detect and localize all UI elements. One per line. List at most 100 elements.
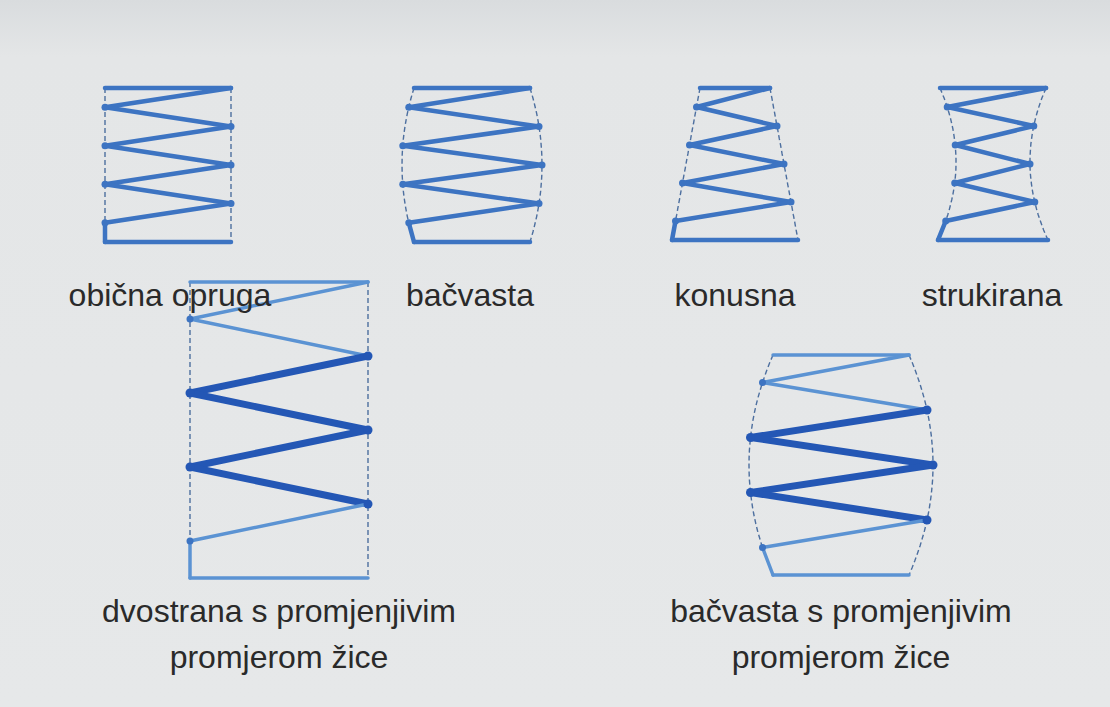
coil-point bbox=[405, 104, 412, 111]
coil-point bbox=[951, 180, 958, 187]
coil-point bbox=[102, 104, 109, 111]
coil-point bbox=[405, 219, 412, 226]
spring-type-label: bačvasta bbox=[360, 272, 580, 318]
coil-segment bbox=[105, 165, 231, 184]
coil-segment bbox=[697, 88, 771, 107]
spring bbox=[399, 88, 545, 242]
coil-point bbox=[539, 162, 546, 169]
coil-segment bbox=[403, 127, 539, 146]
coil-segment bbox=[190, 467, 368, 504]
coil-point bbox=[364, 426, 373, 435]
coil-segment bbox=[190, 356, 368, 393]
coil-point bbox=[536, 123, 543, 130]
coil-segment bbox=[403, 146, 542, 165]
coil-segment bbox=[672, 238, 798, 243]
coil-segment bbox=[947, 107, 1034, 126]
coil-segment bbox=[409, 107, 539, 126]
coil-point bbox=[186, 389, 195, 398]
coil-segment bbox=[105, 127, 231, 146]
coil-point bbox=[364, 500, 373, 509]
coil-point bbox=[759, 379, 766, 386]
coil-point bbox=[399, 181, 406, 188]
spring-type-label: bačvasta s promjenjivim promjerom žice bbox=[611, 588, 1071, 680]
coil-segment bbox=[763, 355, 910, 383]
coil-point bbox=[788, 199, 795, 206]
coil-point bbox=[679, 180, 686, 187]
coil-point bbox=[923, 516, 932, 525]
coil-segment bbox=[955, 126, 1034, 145]
coil-point bbox=[774, 123, 781, 130]
coil-segment bbox=[414, 240, 530, 245]
coil-segment bbox=[763, 520, 928, 548]
coil-point bbox=[942, 218, 949, 225]
coil-point bbox=[923, 406, 932, 415]
coil-segment bbox=[676, 202, 792, 221]
coil-segment bbox=[947, 88, 1046, 107]
coil-segment bbox=[105, 240, 231, 245]
coil-point bbox=[186, 463, 195, 472]
spring-envelope bbox=[402, 88, 414, 242]
spring bbox=[186, 282, 373, 578]
coil-point bbox=[759, 544, 766, 551]
spring-type-label: obična opruga bbox=[10, 272, 330, 318]
coil-point bbox=[228, 200, 235, 207]
coil-segment bbox=[105, 146, 231, 165]
spring bbox=[746, 355, 938, 575]
coil-point bbox=[686, 142, 693, 149]
coil-point bbox=[102, 142, 109, 149]
coil-segment bbox=[409, 204, 539, 223]
coil-point bbox=[536, 200, 543, 207]
spring bbox=[102, 88, 235, 242]
coil-point bbox=[1027, 161, 1034, 168]
spring-envelope bbox=[189, 282, 190, 578]
spring bbox=[938, 88, 1048, 240]
coil-segment bbox=[955, 145, 1030, 164]
coil-point bbox=[1030, 123, 1037, 130]
spring bbox=[672, 88, 798, 240]
coil-point bbox=[746, 488, 755, 497]
coil-point bbox=[102, 181, 109, 188]
coil-point bbox=[187, 538, 194, 545]
coil-segment bbox=[190, 504, 368, 541]
coil-segment bbox=[190, 393, 368, 430]
spring-envelope bbox=[749, 355, 773, 575]
coil-segment bbox=[403, 184, 539, 203]
coil-segment bbox=[763, 383, 928, 411]
coil-segment bbox=[955, 164, 1030, 183]
coil-point bbox=[781, 161, 788, 168]
coil-point bbox=[693, 104, 700, 111]
coil-segment bbox=[955, 183, 1035, 202]
coil-segment bbox=[751, 465, 934, 493]
coil-point bbox=[929, 461, 938, 470]
coil-segment bbox=[697, 107, 778, 126]
spring-type-label: dvostrana s promjenjivim promjerom žice bbox=[49, 588, 509, 680]
coil-segment bbox=[773, 573, 909, 577]
coil-segment bbox=[105, 184, 231, 203]
coil-segment bbox=[763, 548, 774, 576]
spring-type-label: strukirana bbox=[882, 272, 1102, 318]
coil-segment bbox=[946, 202, 1035, 221]
coil-segment bbox=[105, 88, 231, 107]
spring-type-label: konusna bbox=[625, 272, 845, 318]
coil-segment bbox=[190, 576, 368, 580]
coil-segment bbox=[690, 145, 785, 164]
coil-segment bbox=[409, 88, 530, 107]
coil-point bbox=[952, 142, 959, 149]
coil-point bbox=[228, 123, 235, 130]
coil-segment bbox=[683, 183, 792, 202]
coil-segment bbox=[751, 493, 928, 521]
coil-segment bbox=[403, 165, 542, 184]
coil-segment bbox=[751, 410, 928, 438]
coil-segment bbox=[190, 319, 368, 356]
coil-point bbox=[399, 142, 406, 149]
coil-segment bbox=[188, 541, 192, 578]
coil-point bbox=[187, 316, 194, 323]
coil-segment bbox=[751, 438, 934, 466]
coil-segment bbox=[683, 164, 785, 183]
coil-segment bbox=[190, 430, 368, 467]
coil-point bbox=[102, 219, 109, 226]
spring-envelope bbox=[104, 88, 105, 242]
coil-point bbox=[944, 104, 951, 111]
coil-segment bbox=[773, 353, 909, 357]
coil-point bbox=[1031, 199, 1038, 206]
